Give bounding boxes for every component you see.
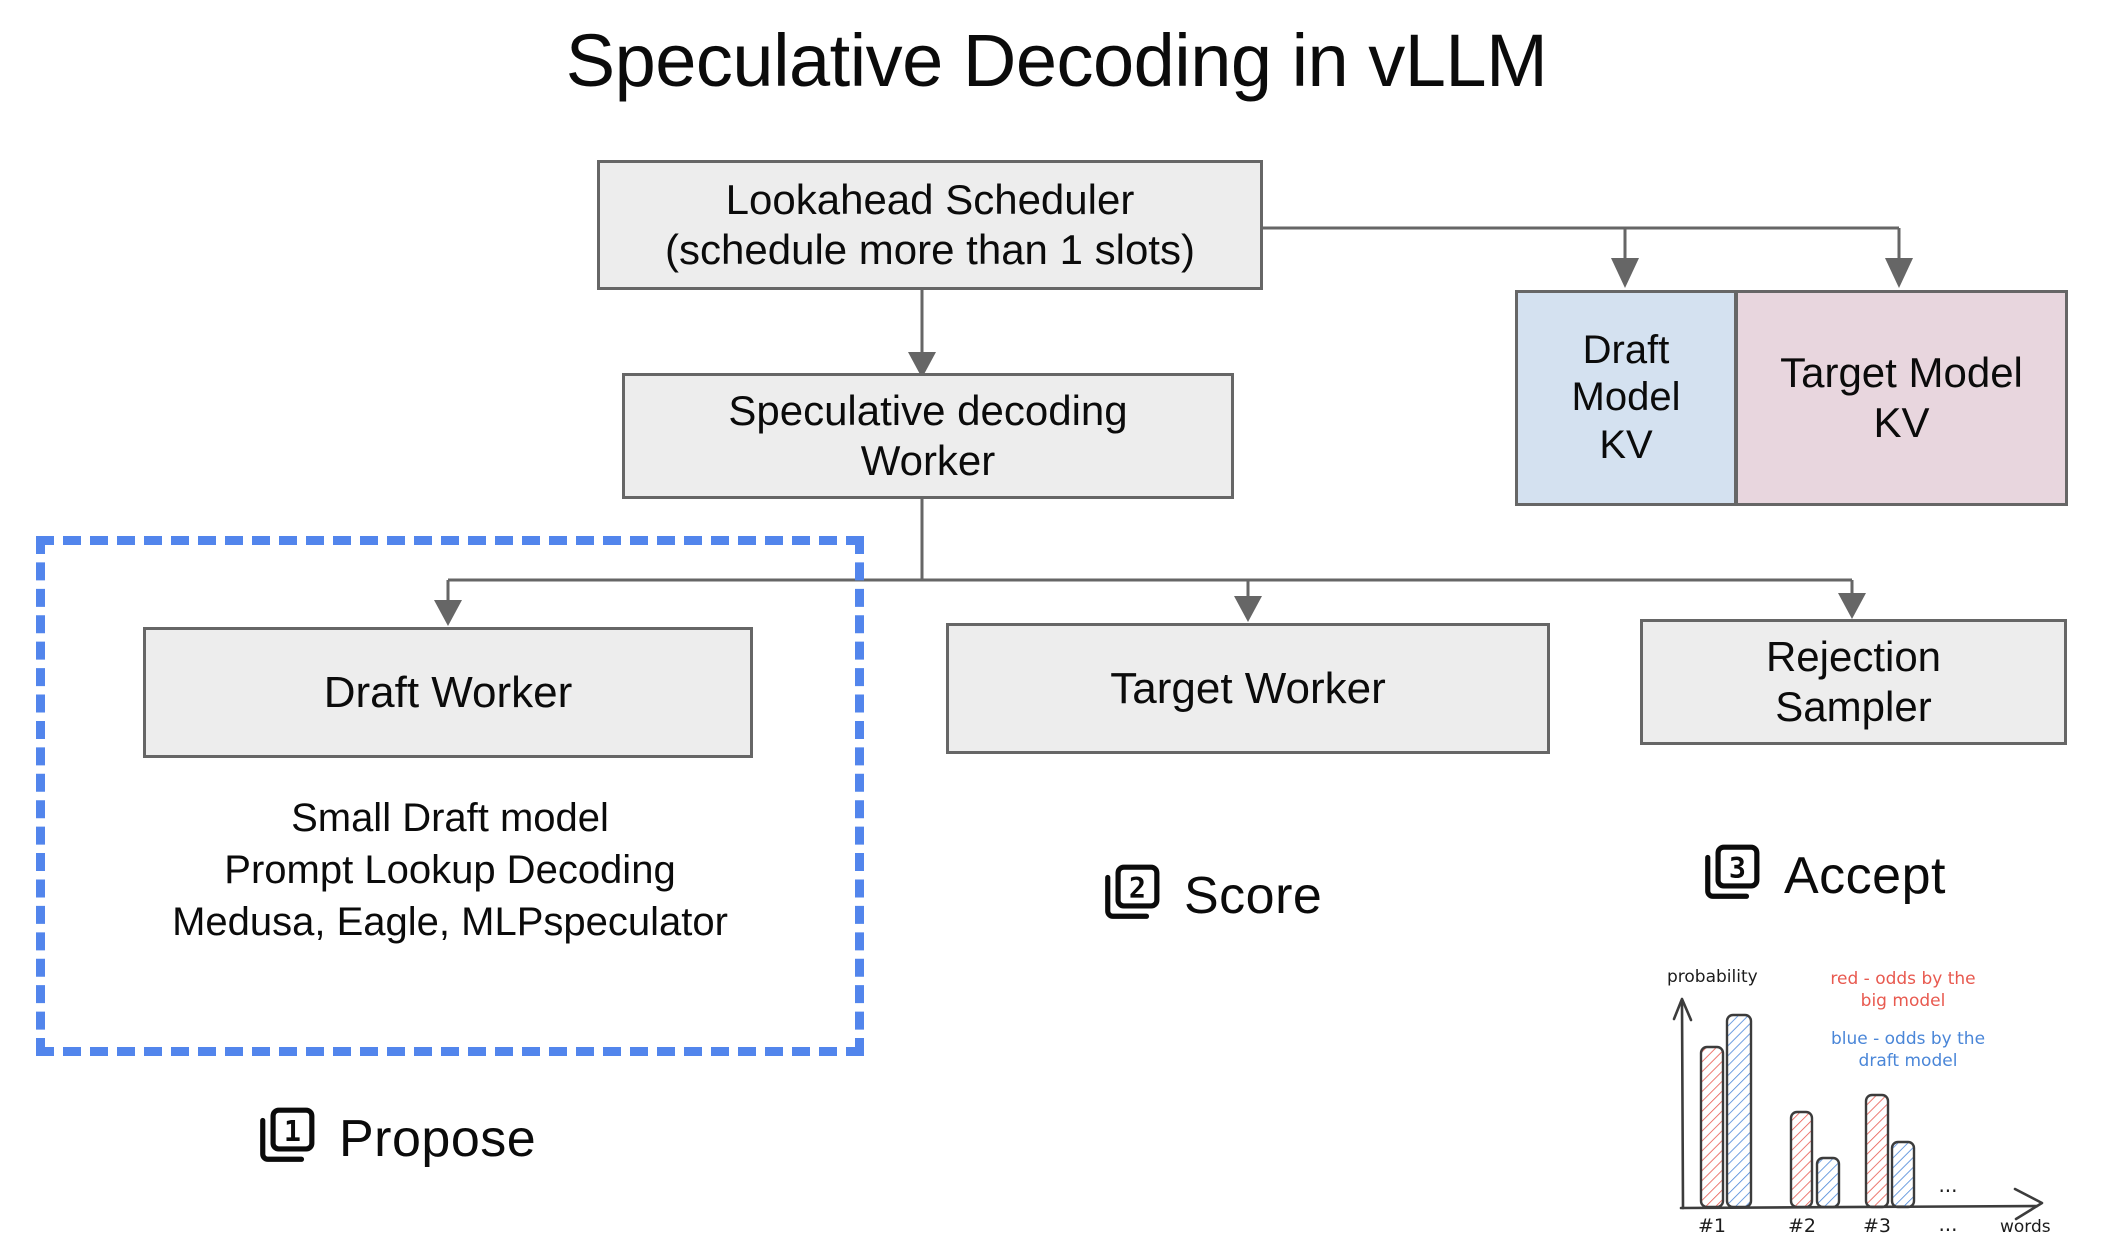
node-target-model-kv[interactable]: Target Model KV — [1735, 290, 2068, 506]
node-target-worker[interactable]: Target Worker — [946, 623, 1550, 754]
node-lookahead-scheduler[interactable]: Lookahead Scheduler (schedule more than … — [597, 160, 1263, 290]
propose-highlight-region — [36, 536, 864, 1056]
step-propose-label: Propose — [339, 1109, 537, 1168]
layers-number-icon: 2 — [1100, 862, 1162, 929]
chart-x-axis-arrow — [2013, 1187, 2044, 1221]
chart-legend-blue-line1: blue - odds by the — [1831, 1029, 1985, 1049]
node-draft-worker[interactable]: Draft Worker — [143, 627, 753, 758]
node-rejection-sampler[interactable]: Rejection Sampler — [1640, 619, 2067, 745]
node-draft-model-kv[interactable]: Draft Model KV — [1515, 290, 1737, 506]
accept-probability-chart: probability words #1 #2 #3 ... ... red -… — [1645, 940, 2085, 1240]
layers-number-icon: 1 — [255, 1105, 317, 1172]
step-score: 2 Score — [1100, 862, 1322, 929]
step-score-label: Score — [1184, 866, 1323, 925]
step-accept-label: Accept — [1784, 846, 1946, 905]
step-accept: 3 Accept — [1700, 842, 1946, 909]
chart-tick-1: #1 — [1698, 1215, 1726, 1237]
layers-number-icon: 3 — [1700, 842, 1762, 909]
chart-xlabel: words — [2000, 1217, 2051, 1237]
node-rejection-sampler-label: Rejection Sampler — [1765, 633, 1942, 730]
node-lookahead-scheduler-label: Lookahead Scheduler (schedule more than … — [665, 176, 1195, 273]
node-speculative-decoding-worker[interactable]: Speculative decoding Worker — [622, 373, 1234, 499]
bar-red-1 — [1699, 1045, 1725, 1209]
step-number-1: 1 — [284, 1115, 301, 1148]
chart-ellipsis-lower: ... — [1938, 1212, 1957, 1236]
step-propose: 1 Propose — [255, 1105, 536, 1172]
node-draft-worker-label: Draft Worker — [323, 667, 573, 717]
bar-blue-2 — [1815, 1156, 1841, 1209]
node-target-model-kv-label: Target Model KV — [1780, 349, 2023, 446]
step-number-2: 2 — [1129, 872, 1146, 905]
chart-tick-2: #2 — [1788, 1215, 1816, 1237]
chart-y-axis — [1680, 1001, 1685, 1210]
step-number-3: 3 — [1729, 852, 1746, 885]
node-draft-model-kv-label: Draft Model KV — [1571, 328, 1681, 467]
bar-red-3 — [1864, 1093, 1890, 1209]
chart-legend-red-line1: red - odds by the — [1830, 969, 1975, 989]
page-title: Speculative Decoding in vLLM — [565, 19, 1548, 102]
chart-legend-red-line2: big model — [1861, 991, 1946, 1011]
chart-y-axis-arrow — [1672, 997, 1693, 1022]
bar-blue-1 — [1725, 1013, 1753, 1209]
chart-ylabel: probability — [1667, 967, 1758, 987]
chart-tick-3: #3 — [1863, 1215, 1891, 1237]
chart-ellipsis-upper: ... — [1938, 1173, 1957, 1197]
node-target-worker-label: Target Worker — [1110, 663, 1386, 713]
node-speculative-decoding-worker-label: Speculative decoding Worker — [728, 387, 1128, 484]
chart-legend-blue-line2: draft model — [1859, 1051, 1958, 1071]
bar-red-2 — [1789, 1110, 1814, 1209]
bar-blue-3 — [1890, 1140, 1916, 1209]
draft-worker-notes: Small Draft model Prompt Lookup Decoding… — [172, 796, 728, 944]
